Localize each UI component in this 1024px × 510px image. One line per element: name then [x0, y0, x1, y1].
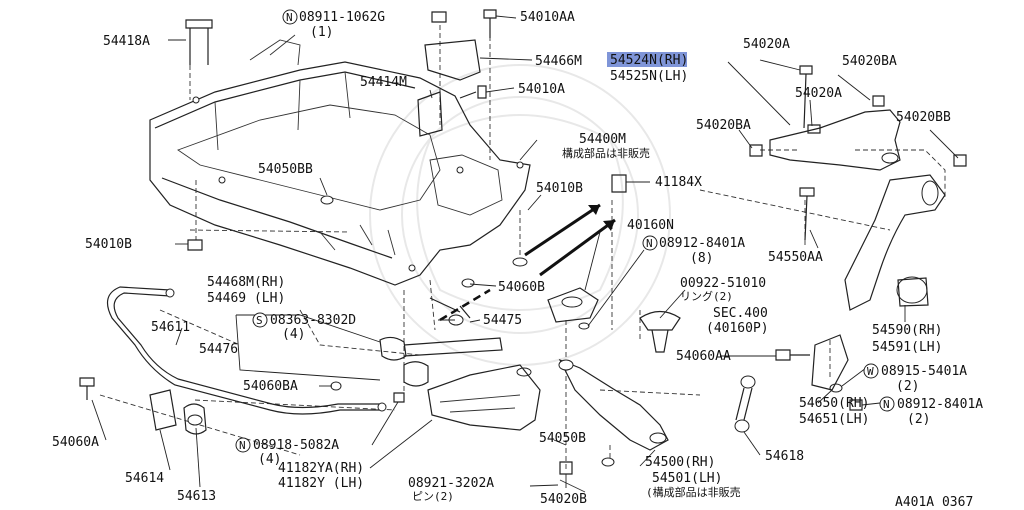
label-08912-bot-qty: (2): [907, 412, 930, 427]
label-08915-5401A: 08915-5401A: [881, 364, 967, 379]
label-54611: 54611: [151, 320, 190, 335]
bracket-54650: [811, 334, 849, 391]
label-54010AA: 54010AA: [520, 10, 575, 25]
label-54613: 54613: [177, 489, 216, 504]
label-54614: 54614: [125, 471, 164, 486]
label-00922-ring: リング(2): [680, 289, 733, 303]
symbol-n: N: [646, 237, 653, 250]
label-54651: 54651(LH): [799, 412, 869, 427]
label-54414M: 54414M: [360, 75, 407, 90]
label-54020BA-top: 54020BA: [842, 54, 897, 69]
ball-joints: [547, 287, 681, 353]
label-08363-8302D: 08363-8302D: [270, 313, 356, 328]
label-54010B-mid: 54010B: [536, 181, 583, 196]
label-54469: 54469 (LH): [207, 291, 285, 306]
symbol-n: N: [883, 398, 890, 411]
label-54060B: 54060B: [498, 280, 545, 295]
label-54060A: 54060A: [52, 435, 99, 450]
label-54476: 54476: [199, 342, 238, 357]
label-40160N: 40160N: [627, 218, 674, 233]
label-54524N: 54524N(RH): [610, 53, 688, 68]
leader-lines: [91, 15, 959, 488]
symbol-n: N: [286, 11, 293, 24]
stabilizer-link-54618: [734, 375, 756, 433]
label-54400M-note: 構成部品は非販売: [562, 146, 650, 160]
label-00922-51010: 00922-51010: [680, 276, 766, 291]
label-08915-qty: (2): [896, 379, 919, 394]
fasteners: [79, 9, 967, 493]
label-54591: 54591(LH): [872, 340, 942, 355]
label-54500: 54500(RH): [645, 455, 715, 470]
label-54418A: 54418A: [103, 34, 150, 49]
label-54010B-left: 54010B: [85, 237, 132, 252]
label-54590: 54590(RH): [872, 323, 942, 338]
assembly-dash-lines: [99, 20, 946, 470]
stabilizer-bar-54611: [106, 286, 387, 415]
symbol-w: W: [867, 365, 874, 378]
label-08918-5082A: 08918-5082A: [253, 438, 339, 453]
label-sec-400: SEC.400: [713, 306, 768, 321]
label-41184X: 41184X: [655, 175, 702, 190]
part-labels: 54418A 08911-1062G (1) 54010AA 54466M 54…: [52, 10, 983, 510]
diagram-id: A401A 0367: [895, 495, 973, 510]
label-08921-pin: ピン(2): [412, 490, 454, 503]
label-08912-bot: 08912-8401A: [897, 397, 983, 412]
label-54466M: 54466M: [535, 54, 582, 69]
label-54020B: 54020B: [540, 492, 587, 507]
label-sec-400-ref: (40160P): [706, 321, 769, 336]
label-08918-qty: (4): [258, 452, 281, 467]
label-54501: 54501(LH): [652, 471, 722, 486]
symbol-s: S: [256, 314, 263, 327]
upper-arm-54524N: [769, 109, 901, 171]
label-54475: 54475: [483, 313, 522, 328]
label-54468M: 54468M(RH): [207, 275, 285, 290]
label-54010A: 54010A: [518, 82, 565, 97]
label-54050BB: 54050BB: [258, 162, 313, 177]
label-54020BA-mid: 54020BA: [696, 118, 751, 133]
label-54400M: 54400M: [579, 132, 626, 147]
label-08921-3202A: 08921-3202A: [408, 476, 494, 491]
label-54525N: 54525N(LH): [610, 69, 688, 84]
label-54550AA: 54550AA: [768, 250, 823, 265]
label-54501-note: (構成部品は非販売: [646, 485, 741, 499]
highlight-box: [607, 52, 687, 67]
bushing-brackets: [149, 389, 207, 435]
label-41182YA: 41182YA(RH): [278, 461, 364, 476]
label-08912-top-qty: (8): [690, 251, 713, 266]
lower-arm-54500: [558, 358, 669, 451]
symbol-n: N: [239, 439, 246, 452]
prefix-circles: N N S W N N: [235, 9, 895, 453]
label-54050B: 54050B: [539, 431, 586, 446]
label-54060AA: 54060AA: [676, 349, 731, 364]
subframe-54400M: [149, 34, 531, 286]
label-41182Y: 41182Y (LH): [278, 476, 364, 491]
splash-guard-41182Y: [427, 364, 541, 431]
label-54020A-top: 54020A: [743, 37, 790, 52]
compression-rod-54468M: [379, 336, 503, 387]
label-54020A-mid: 54020A: [795, 86, 842, 101]
label-08911-1062G: 08911-1062G: [299, 10, 385, 25]
label-54060BA: 54060BA: [243, 379, 298, 394]
knuckle-54590: [844, 174, 946, 311]
label-08911-qty: (1): [310, 25, 333, 40]
label-08912-top: 08912-8401A: [659, 236, 745, 251]
label-54618: 54618: [765, 449, 804, 464]
label-54650: 54650(RH): [799, 396, 869, 411]
label-08363-qty: (4): [282, 327, 305, 342]
label-54020BB: 54020BB: [896, 110, 951, 125]
assembly-arrows: [439, 203, 616, 322]
